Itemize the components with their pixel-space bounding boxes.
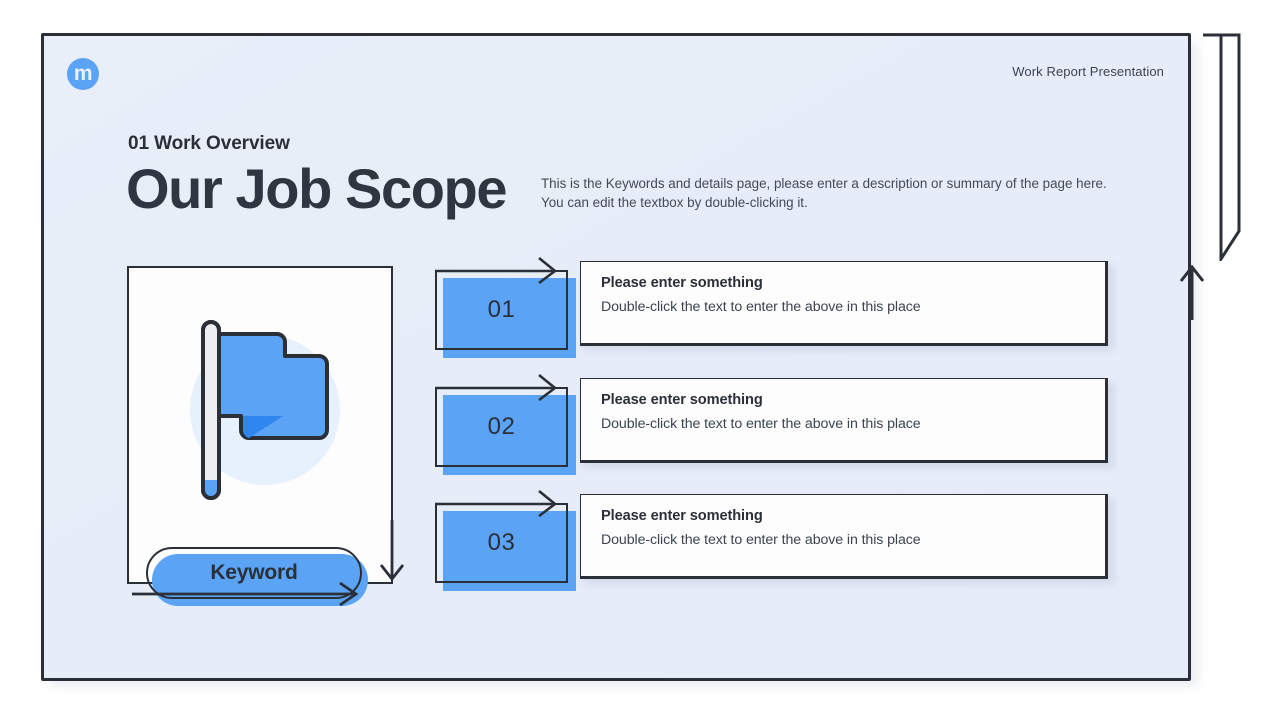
page-title: Our Job Scope xyxy=(126,157,507,220)
keyword-pill-outline[interactable] xyxy=(146,547,362,599)
item-subtitle: Double-click the text to enter the above… xyxy=(601,416,921,432)
item-number-label: 03 xyxy=(487,529,516,556)
arrow-right-icon xyxy=(435,373,558,401)
section-eyebrow: 01 Work Overview xyxy=(128,133,290,154)
bookmark-ribbon-shape xyxy=(1203,33,1241,261)
item-number-label: 01 xyxy=(487,296,516,323)
item-title: Please enter something xyxy=(601,392,763,408)
item-text-card[interactable]: Please enter something Double-click the … xyxy=(580,261,1108,346)
keyword-pill-label: Keyword xyxy=(210,561,298,584)
header-label: Work Report Presentation xyxy=(1012,64,1164,79)
page-description[interactable]: This is the Keywords and details page, p… xyxy=(541,176,1107,211)
item-text-card[interactable]: Please enter something Double-click the … xyxy=(580,378,1108,463)
item-subtitle: Double-click the text to enter the above… xyxy=(601,299,921,315)
item-subtitle: Double-click the text to enter the above… xyxy=(601,532,921,548)
item-title: Please enter something xyxy=(601,275,763,291)
item-text-card[interactable]: Please enter something Double-click the … xyxy=(580,494,1108,579)
item-number-label: 02 xyxy=(487,413,516,440)
logo-letter: m xyxy=(73,61,93,85)
arrow-right-icon xyxy=(435,256,558,284)
item-title: Please enter something xyxy=(601,508,763,524)
arrow-down-icon xyxy=(379,520,405,582)
flag-icon xyxy=(190,320,340,500)
arrow-up-icon xyxy=(1179,264,1205,320)
item-number-fill xyxy=(443,278,576,358)
item-number-fill xyxy=(443,511,576,591)
m-circle-logo-icon: m xyxy=(67,58,99,90)
arrow-right-icon xyxy=(435,489,558,517)
arrow-right-icon xyxy=(132,581,359,607)
item-number-fill xyxy=(443,395,576,475)
